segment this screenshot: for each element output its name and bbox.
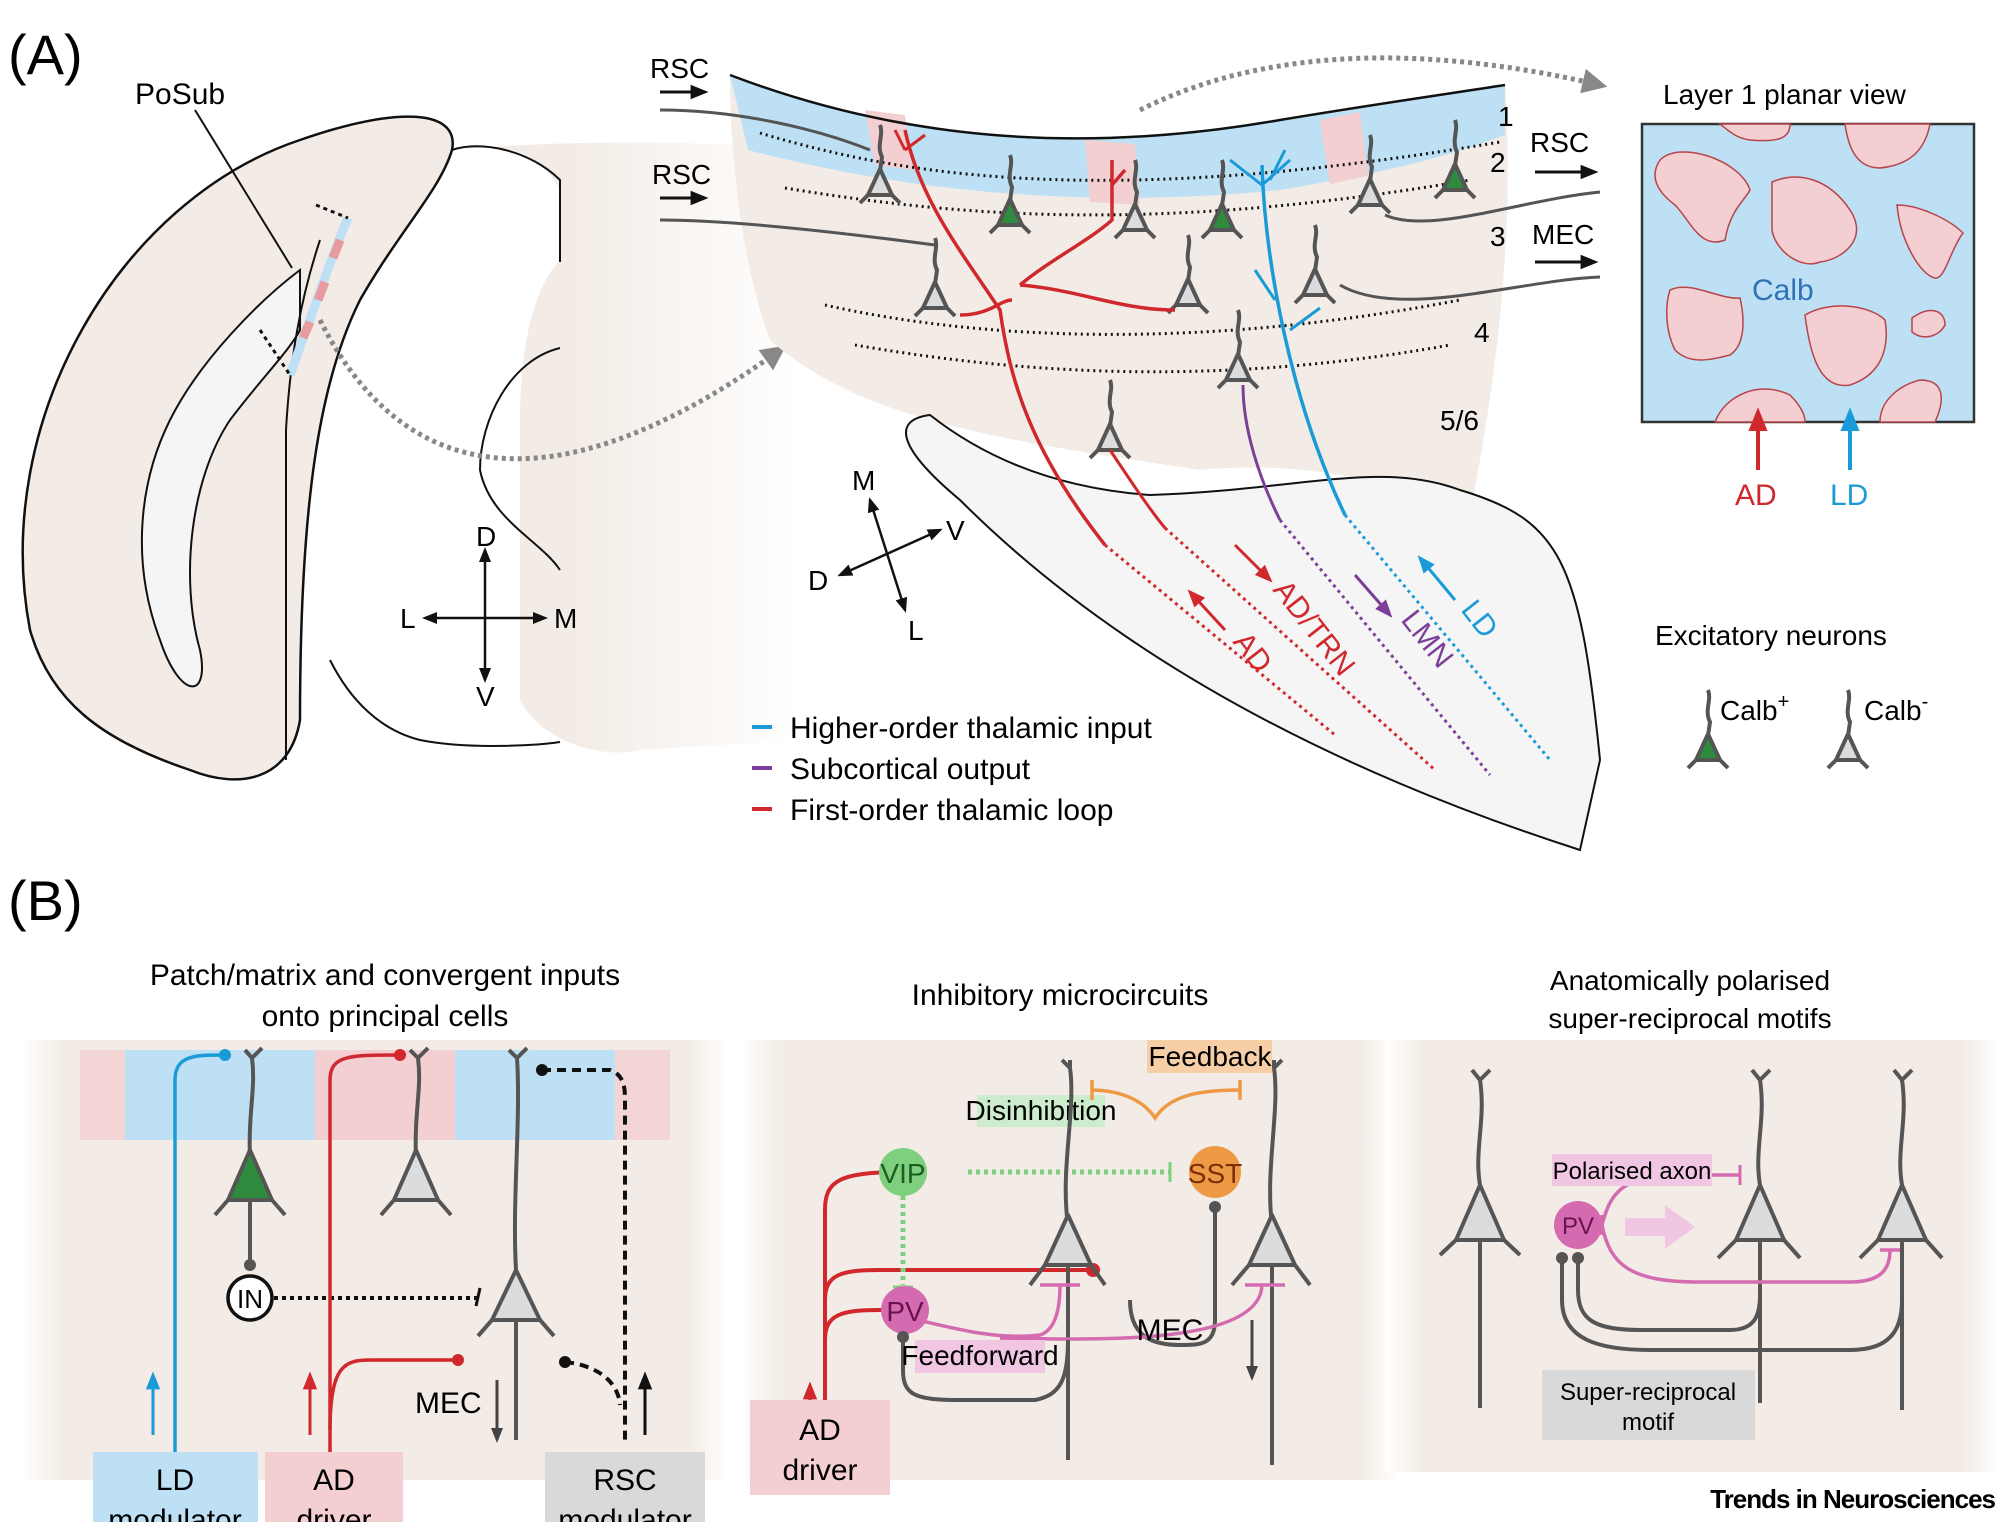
calb-label: Calb (1752, 274, 1814, 307)
svg-text:Super-reciprocal: Super-reciprocal (1560, 1379, 1736, 1406)
subpanel-super-reciprocal: Anatomically polarised super-reciprocal … (1385, 965, 2000, 1472)
polarity-arrow-icon (1625, 1205, 1695, 1249)
vip-cell-icon (879, 1148, 927, 1196)
svg-text:MEC: MEC (1137, 1314, 1204, 1347)
svg-text:Subcortical output: Subcortical output (790, 753, 1031, 786)
svg-text:Polarised axon: Polarised axon (1553, 1158, 1712, 1185)
subpanel-patch-matrix: Patch/matrix and convergent inputs onto … (20, 959, 730, 1522)
svg-text:Excitatory neurons: Excitatory neurons (1655, 620, 1887, 651)
svg-text:MEC: MEC (1532, 219, 1594, 250)
journal-logo: Trends in Neurosciences (1710, 1484, 1995, 1514)
legend-item-subcortical: Subcortical output (752, 753, 1031, 786)
calb-neg-neuron-icon (1826, 688, 1870, 770)
svg-text:Higher-order thalamic input: Higher-order thalamic input (790, 712, 1152, 745)
svg-text:IN: IN (237, 1284, 263, 1314)
svg-text:AD: AD (799, 1414, 841, 1447)
svg-text:PV: PV (1562, 1213, 1594, 1240)
svg-text:2: 2 (1490, 147, 1506, 178)
svg-text:Patch/matrix and convergent in: Patch/matrix and convergent inputs (150, 959, 620, 992)
svg-text:L: L (400, 603, 416, 634)
svg-text:1: 1 (1498, 101, 1514, 132)
svg-text:5/6: 5/6 (1440, 405, 1479, 436)
svg-text:D: D (808, 565, 828, 596)
svg-text:PV: PV (886, 1296, 924, 1327)
svg-text:3: 3 (1490, 221, 1506, 252)
svg-text:RSC: RSC (593, 1464, 656, 1497)
svg-text:RSC: RSC (650, 53, 709, 84)
svg-text:M: M (852, 465, 875, 496)
pv-cell-icon (881, 1286, 929, 1334)
planar-view-title: Layer 1 planar view (1663, 79, 1907, 110)
svg-text:V: V (476, 681, 495, 712)
legend-item-higher-order: Higher-order thalamic input (752, 712, 1152, 745)
svg-text:4: 4 (1474, 317, 1490, 348)
neuron-legend: Excitatory neurons Calb+ Calb- (1655, 620, 1928, 770)
svg-text:Disinhibition: Disinhibition (966, 1095, 1117, 1126)
svg-text:V: V (946, 515, 965, 546)
svg-text:LD: LD (156, 1464, 194, 1497)
subpanel-inhibitory: Inhibitory microcircuits VIP Disinhibiti… (740, 979, 1400, 1495)
svg-text:SST: SST (1188, 1158, 1242, 1189)
svg-text:RSC: RSC (652, 159, 711, 190)
svg-text:Anatomically polarised: Anatomically polarised (1550, 965, 1830, 996)
pv-cell-icon-2 (1554, 1201, 1602, 1249)
svg-text:M: M (554, 603, 577, 634)
panel-b-label: (B) (8, 869, 83, 932)
svg-text:Calb+: Calb+ (1720, 691, 1789, 726)
compass-rotated: M L D V (808, 465, 965, 646)
coronal-section: PoSub D V L M (21, 78, 800, 781)
svg-text:driver: driver (782, 1454, 857, 1487)
svg-text:LD: LD (1830, 479, 1868, 512)
interneuron-icon (226, 1274, 274, 1322)
zoom-arrow-planar (1138, 55, 1608, 113)
svg-text:MEC: MEC (415, 1387, 482, 1420)
posub-label: PoSub (135, 78, 225, 111)
legend-item-first-order: First-order thalamic loop (752, 794, 1113, 827)
svg-text:motif: motif (1622, 1409, 1674, 1436)
svg-text:VIP: VIP (880, 1158, 925, 1189)
svg-text:Calb-: Calb- (1864, 691, 1928, 726)
svg-text:D: D (476, 521, 496, 552)
zoom-arrow-section (317, 318, 787, 462)
svg-text:Inhibitory microcircuits: Inhibitory microcircuits (912, 979, 1209, 1012)
panel-a-label: (A) (8, 23, 83, 86)
svg-text:L: L (908, 615, 924, 646)
panel-a-io: RSC RSC RSC MEC (650, 53, 1601, 301)
svg-text:super-reciprocal motifs: super-reciprocal motifs (1548, 1003, 1831, 1034)
svg-text:Feedback: Feedback (1149, 1041, 1273, 1072)
svg-text:onto principal cells: onto principal cells (262, 1000, 509, 1033)
svg-text:modulator: modulator (558, 1504, 691, 1522)
tract-legend: Higher-order thalamic input Subcortical … (752, 712, 1152, 827)
svg-text:First-order thalamic loop: First-order thalamic loop (790, 794, 1113, 827)
svg-text:modulator: modulator (108, 1504, 241, 1522)
planar-view: Layer 1 planar view Calb AD LD (1640, 79, 1976, 512)
svg-text:AD: AD (1735, 479, 1777, 512)
svg-text:Feedforward: Feedforward (901, 1340, 1058, 1371)
compass-coronal: D V L M (400, 521, 577, 712)
svg-text:driver: driver (296, 1504, 371, 1522)
svg-text:AD: AD (313, 1464, 355, 1497)
svg-text:RSC: RSC (1530, 127, 1589, 158)
sst-cell-icon (1189, 1146, 1241, 1198)
